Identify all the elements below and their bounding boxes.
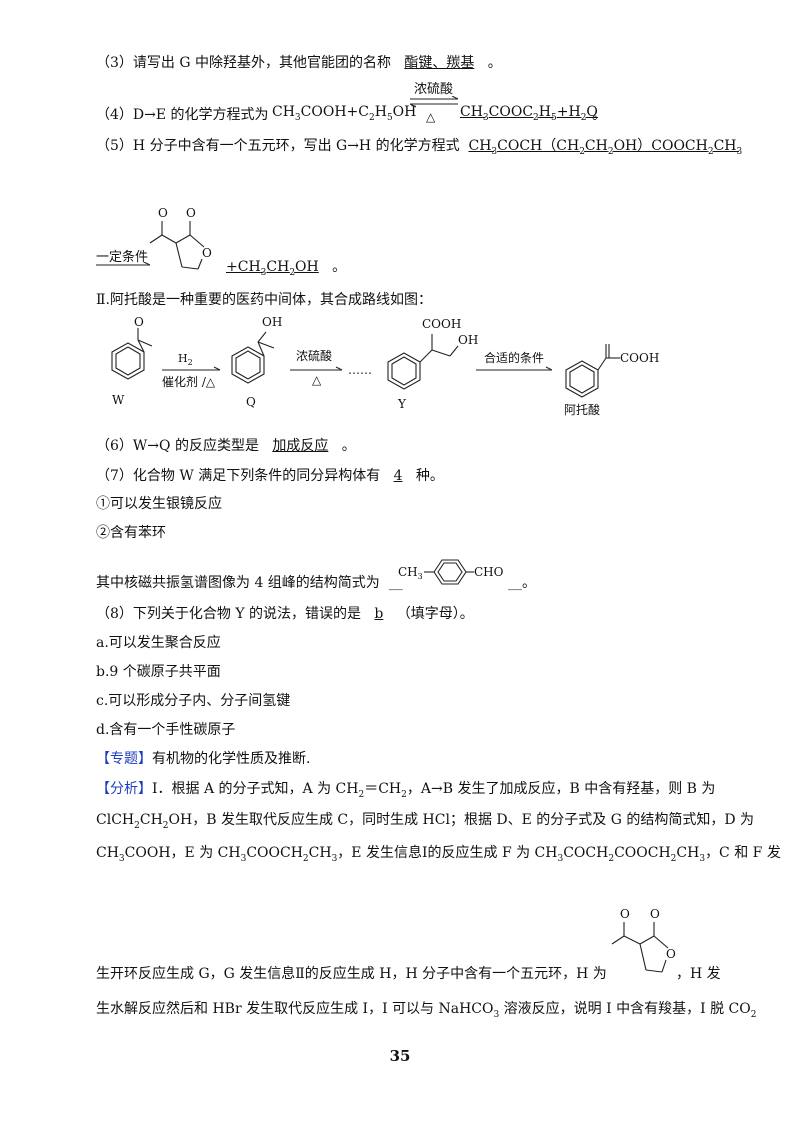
reversible-arrow-icon (409, 96, 459, 108)
svg-text:Y: Y (397, 397, 407, 411)
svg-text:O: O (158, 206, 168, 220)
svg-text:O: O (134, 315, 144, 329)
svg-text:阿托酸: 阿托酸 (564, 402, 600, 417)
q7-answer: 4 (393, 468, 403, 484)
q4-equation-lhs: CH3COOH+C2H5OH (272, 104, 417, 123)
lactone-structure-icon: O O O (149, 206, 212, 270)
svg-text:合适的条件: 合适的条件 (484, 350, 544, 365)
page-number: 35 (389, 1047, 411, 1065)
svg-text:OH: OH (262, 315, 282, 329)
topic-line: 【专题】有机物的化学性质及推断. (96, 751, 311, 767)
svg-text:COOH: COOH (620, 351, 659, 365)
svg-text:CHO: CHO (474, 565, 504, 579)
svg-text:COOH: COOH (422, 317, 461, 331)
analysis-line6: 生水解反应然后和 HBr 发生取代反应生成 I，I 可以与 NaHCO3 溶液反… (96, 1001, 757, 1020)
svg-text:浓硫酸: 浓硫酸 (296, 348, 332, 363)
svg-text:OH: OH (458, 333, 478, 347)
q3-line: （3）请写出 G 中除羟基外，其他官能团的名称 酯键、羰基 。 (96, 55, 502, 71)
svg-text:W: W (112, 393, 125, 407)
q4-equation-rhs: CH3COOC2H5+H2O (460, 104, 598, 123)
svg-text:O: O (202, 246, 212, 260)
q8-line: （8）下列关于化合物 Y 的说法，错误的是 b （填字母）。 (96, 606, 474, 622)
q5-byproduct: +CH3CH2OH 。 (226, 259, 347, 278)
svg-text:CH3: CH3 (398, 565, 423, 581)
q6-line: （6）W→Q 的反应类型是 加成反应 。 (96, 438, 356, 454)
synthesis-route-diagram: O W H2 催化剂 /△ OH Q 浓硫酸 △ …… COOH OH Y 合适… (111, 315, 659, 417)
analysis-line2: ClCH2CH2OH，B 发生取代反应生成 C，同时生成 HCl；根据 D、E … (96, 812, 755, 831)
q7-nmr: 其中核磁共振氢谱图像为 4 组峰的结构简式为 __ (96, 575, 403, 591)
q8-option-b: b.9 个碳原子共平面 (96, 664, 221, 680)
compound-y: COOH OH Y (387, 317, 478, 411)
p-methylbenzaldehyde-icon: CH3 CHO (398, 559, 504, 585)
svg-text:Q: Q (246, 395, 256, 409)
q4-heat: △ (426, 110, 436, 124)
q8-answer: b (374, 606, 384, 622)
compound-q: OH Q (231, 315, 282, 409)
svg-text:O: O (666, 947, 676, 961)
analysis-line3: CH3COOH，E 为 CH3COOCH2CH3，E 发生信息Ⅰ的反应生成 F … (96, 845, 781, 864)
svg-text:O: O (620, 907, 630, 921)
q5-equation: CH3COCH（CH2CH2OH）COOCH2CH3 (468, 138, 743, 157)
svg-text:……: …… (348, 363, 372, 377)
q4-reagent: 浓硫酸 (414, 82, 454, 97)
lactone-structure-h-icon: O O O (611, 907, 676, 973)
q7-cond2: ②含有苯环 (96, 525, 166, 541)
analysis-line5: 生开环反应生成 G，G 发生信息Ⅱ的反应生成 H，H 分子中含有一个五元环，H … (96, 966, 607, 982)
svg-text:催化剂 /△: 催化剂 /△ (162, 374, 216, 389)
svg-text:O: O (186, 206, 196, 220)
part2-intro: Ⅱ.阿托酸是一种重要的医药中间体，其合成路线如图： (96, 292, 432, 308)
q3-answer: 酯键、羰基 (404, 55, 475, 71)
q7-cond1: ①可以发生银镜反应 (96, 496, 222, 512)
analysis-line1: 【分析】Ⅰ．根据 A 的分子式知，A 为 CH2＝CH2，A→B 发生了加成反应… (96, 781, 716, 800)
q6-answer: 加成反应 (272, 438, 329, 454)
reaction-arrow-icon (96, 262, 151, 266)
q7-line: （7）化合物 W 满足下列条件的同分异构体有 4 种。 (96, 468, 444, 484)
arrow1-top: H2 (178, 352, 193, 367)
q8-option-c: c.可以形成分子内、分子间氢键 (96, 693, 291, 709)
q8-option-d: d.含有一个手性碳原子 (96, 722, 236, 738)
q8-option-a: a.可以发生聚合反应 (96, 635, 221, 651)
svg-text:△: △ (312, 373, 322, 387)
q5-condition: 一定条件 (96, 250, 149, 265)
svg-text:O: O (650, 907, 660, 921)
q5-line: （5）H 分子中含有一个五元环，写出 G→H 的化学方程式 CH3COCH（CH… (96, 138, 743, 157)
compound-atropic-acid: COOH 阿托酸 (564, 344, 659, 417)
compound-w: O W (111, 315, 153, 407)
